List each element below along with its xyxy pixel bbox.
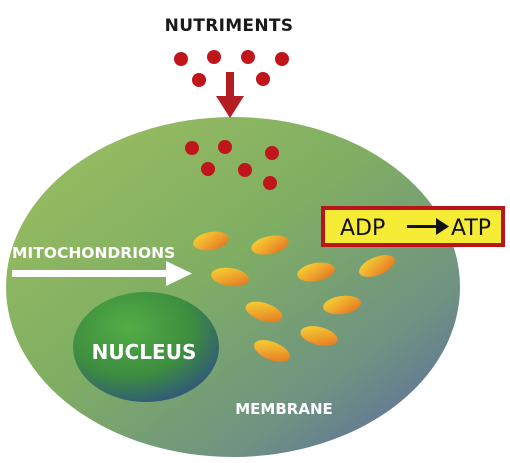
nutrients-incoming [174, 50, 289, 87]
nutrient-dot [185, 141, 199, 155]
nutrients-label: NUTRIMENTS [165, 16, 294, 36]
mitochondrion [245, 301, 283, 323]
nutrients-inside [185, 140, 279, 190]
nutrient-dot [238, 163, 252, 177]
nutrient-dot [192, 73, 206, 87]
nucleus [73, 292, 219, 402]
nutrient-dot [256, 72, 270, 86]
adp-label: ADP [340, 216, 385, 241]
mitochondria-arrow [12, 261, 192, 286]
mitochondrion [323, 295, 361, 315]
nutrient-dot [218, 140, 232, 154]
nutrient-dot [174, 52, 188, 66]
mitochondrion [193, 231, 229, 251]
mitochondrion [211, 267, 249, 287]
nutrient-dot [201, 162, 215, 176]
mitochondria-label: MITOCHONDRIONS [12, 244, 175, 262]
mitochondrion [254, 340, 290, 362]
nutrient-dot [265, 146, 279, 160]
membrane-label: MEMBRANE [235, 400, 333, 418]
nutrient-dot [207, 50, 221, 64]
mitochondrion [359, 255, 395, 277]
adp-atp-box: ADP ATP [321, 206, 505, 247]
mitochondrion [297, 262, 335, 282]
mitochondria [193, 231, 395, 362]
mitochondrion [300, 326, 338, 346]
cell-body [6, 117, 460, 457]
atp-label: ATP [451, 216, 491, 241]
nutrient-dot [263, 176, 277, 190]
nucleus-label: NUCLEUS [92, 340, 197, 364]
nutrient-arrow [216, 72, 244, 118]
mitochondrion [251, 235, 289, 255]
conversion-arrow-icon [407, 218, 449, 235]
nutrient-dot [241, 50, 255, 64]
nutrient-dot [275, 52, 289, 66]
